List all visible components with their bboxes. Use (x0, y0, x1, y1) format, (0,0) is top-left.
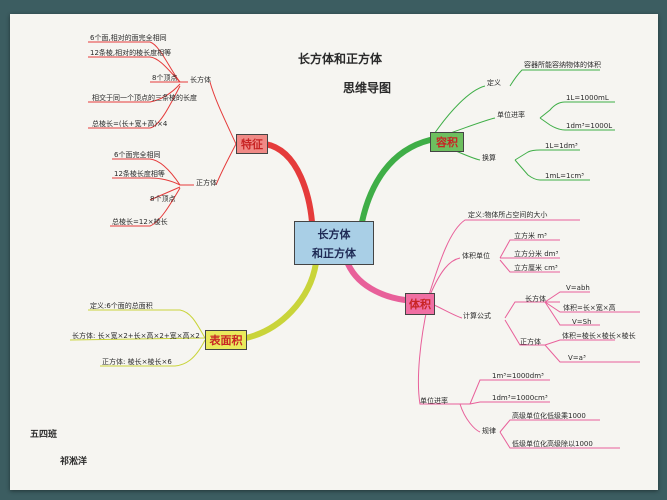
volume-rule-label: 规律 (482, 427, 496, 435)
features-cube-item: 8个顶点 (150, 195, 176, 203)
center-line1: 长方体 (317, 227, 351, 241)
features-cuboid-item: 8个顶点 (152, 74, 178, 82)
features-cuboid-item: 6个面,相对的面完全相同 (90, 34, 167, 42)
volume-cuboid-formula: 体积=长×宽×高 (563, 304, 616, 312)
volume-rate: 1dm³=1000cm³ (492, 394, 548, 402)
features-cuboid-item: 12条棱,相对的棱长度相等 (90, 49, 172, 57)
volume-rule: 低级单位化高级除以1000 (512, 440, 593, 448)
center-line2: 和正方体 (312, 246, 356, 260)
volume-definition: 定义:物体所占空间的大小 (468, 211, 548, 219)
capacity-calc-item: 1mL=1cm³ (545, 172, 584, 180)
volume-cuboid-label: 长方体 (525, 295, 546, 303)
volume-rate: 1m³=1000dm³ (492, 372, 544, 380)
volume-cube-formula: V=a³ (568, 354, 586, 362)
volume-unit: 立方分米 dm³ (514, 250, 559, 258)
surface-cube: 正方体: 棱长×棱长×6 (102, 358, 172, 366)
volume-cuboid-formula: V=Sh (572, 318, 592, 326)
page-title: 长方体和正方体 (298, 52, 383, 66)
capacity-def-label: 定义 (487, 79, 501, 87)
volume-node: 体积 (405, 293, 435, 315)
capacity-definition: 容器所能容纳物体的体积 (524, 61, 601, 69)
surface-node: 表面积 (205, 330, 247, 350)
volume-units-label: 体积单位 (462, 252, 490, 260)
class-name: 五四班 (30, 430, 58, 440)
page-subtitle: 思维导图 (343, 81, 392, 95)
capacity-conv-item: 1dm³=1000L (566, 122, 613, 130)
capacity-node: 容积 (430, 132, 464, 152)
features-cube-item: 12条棱长度相等 (114, 170, 165, 178)
capacity-conv-item: 1L=1000mL (566, 94, 609, 102)
author-name: 祁淞洋 (60, 457, 88, 467)
volume-rates-label: 单位进率 (420, 397, 448, 405)
surface-definition: 定义:6个面的总面积 (90, 302, 153, 310)
capacity-calc-item: 1L=1dm³ (545, 142, 578, 150)
features-cube-label: 正方体 (196, 179, 217, 187)
features-cuboid-item: 总棱长=(长+宽+高)×4 (92, 120, 168, 128)
volume-unit: 立方米 m³ (514, 232, 547, 240)
capacity-conv-label: 单位进率 (497, 111, 525, 119)
features-cube-item: 总棱长=12×棱长 (112, 218, 168, 226)
features-cuboid-item: 相交于同一个顶点的三条棱的长度 (92, 94, 197, 102)
volume-rule: 高级单位化低级乘1000 (512, 412, 586, 420)
features-cube-item: 6个面完全相同 (114, 151, 161, 159)
surface-cuboid: 长方体: 长×宽×2+长×高×2+宽×高×2 (72, 332, 200, 340)
features-node: 特征 (236, 134, 268, 154)
center-topic: 长方体 和正方体 (294, 221, 374, 265)
capacity-calc-label: 换算 (482, 154, 496, 162)
volume-cube-formula: 体积=棱长×棱长×棱长 (562, 332, 636, 340)
volume-cuboid-formula: V=abh (566, 284, 590, 292)
volume-cube-label: 正方体 (520, 338, 541, 346)
volume-formula-label: 计算公式 (463, 312, 491, 320)
features-cuboid-label: 长方体 (190, 76, 211, 84)
volume-unit: 立方厘米 cm³ (514, 264, 558, 272)
